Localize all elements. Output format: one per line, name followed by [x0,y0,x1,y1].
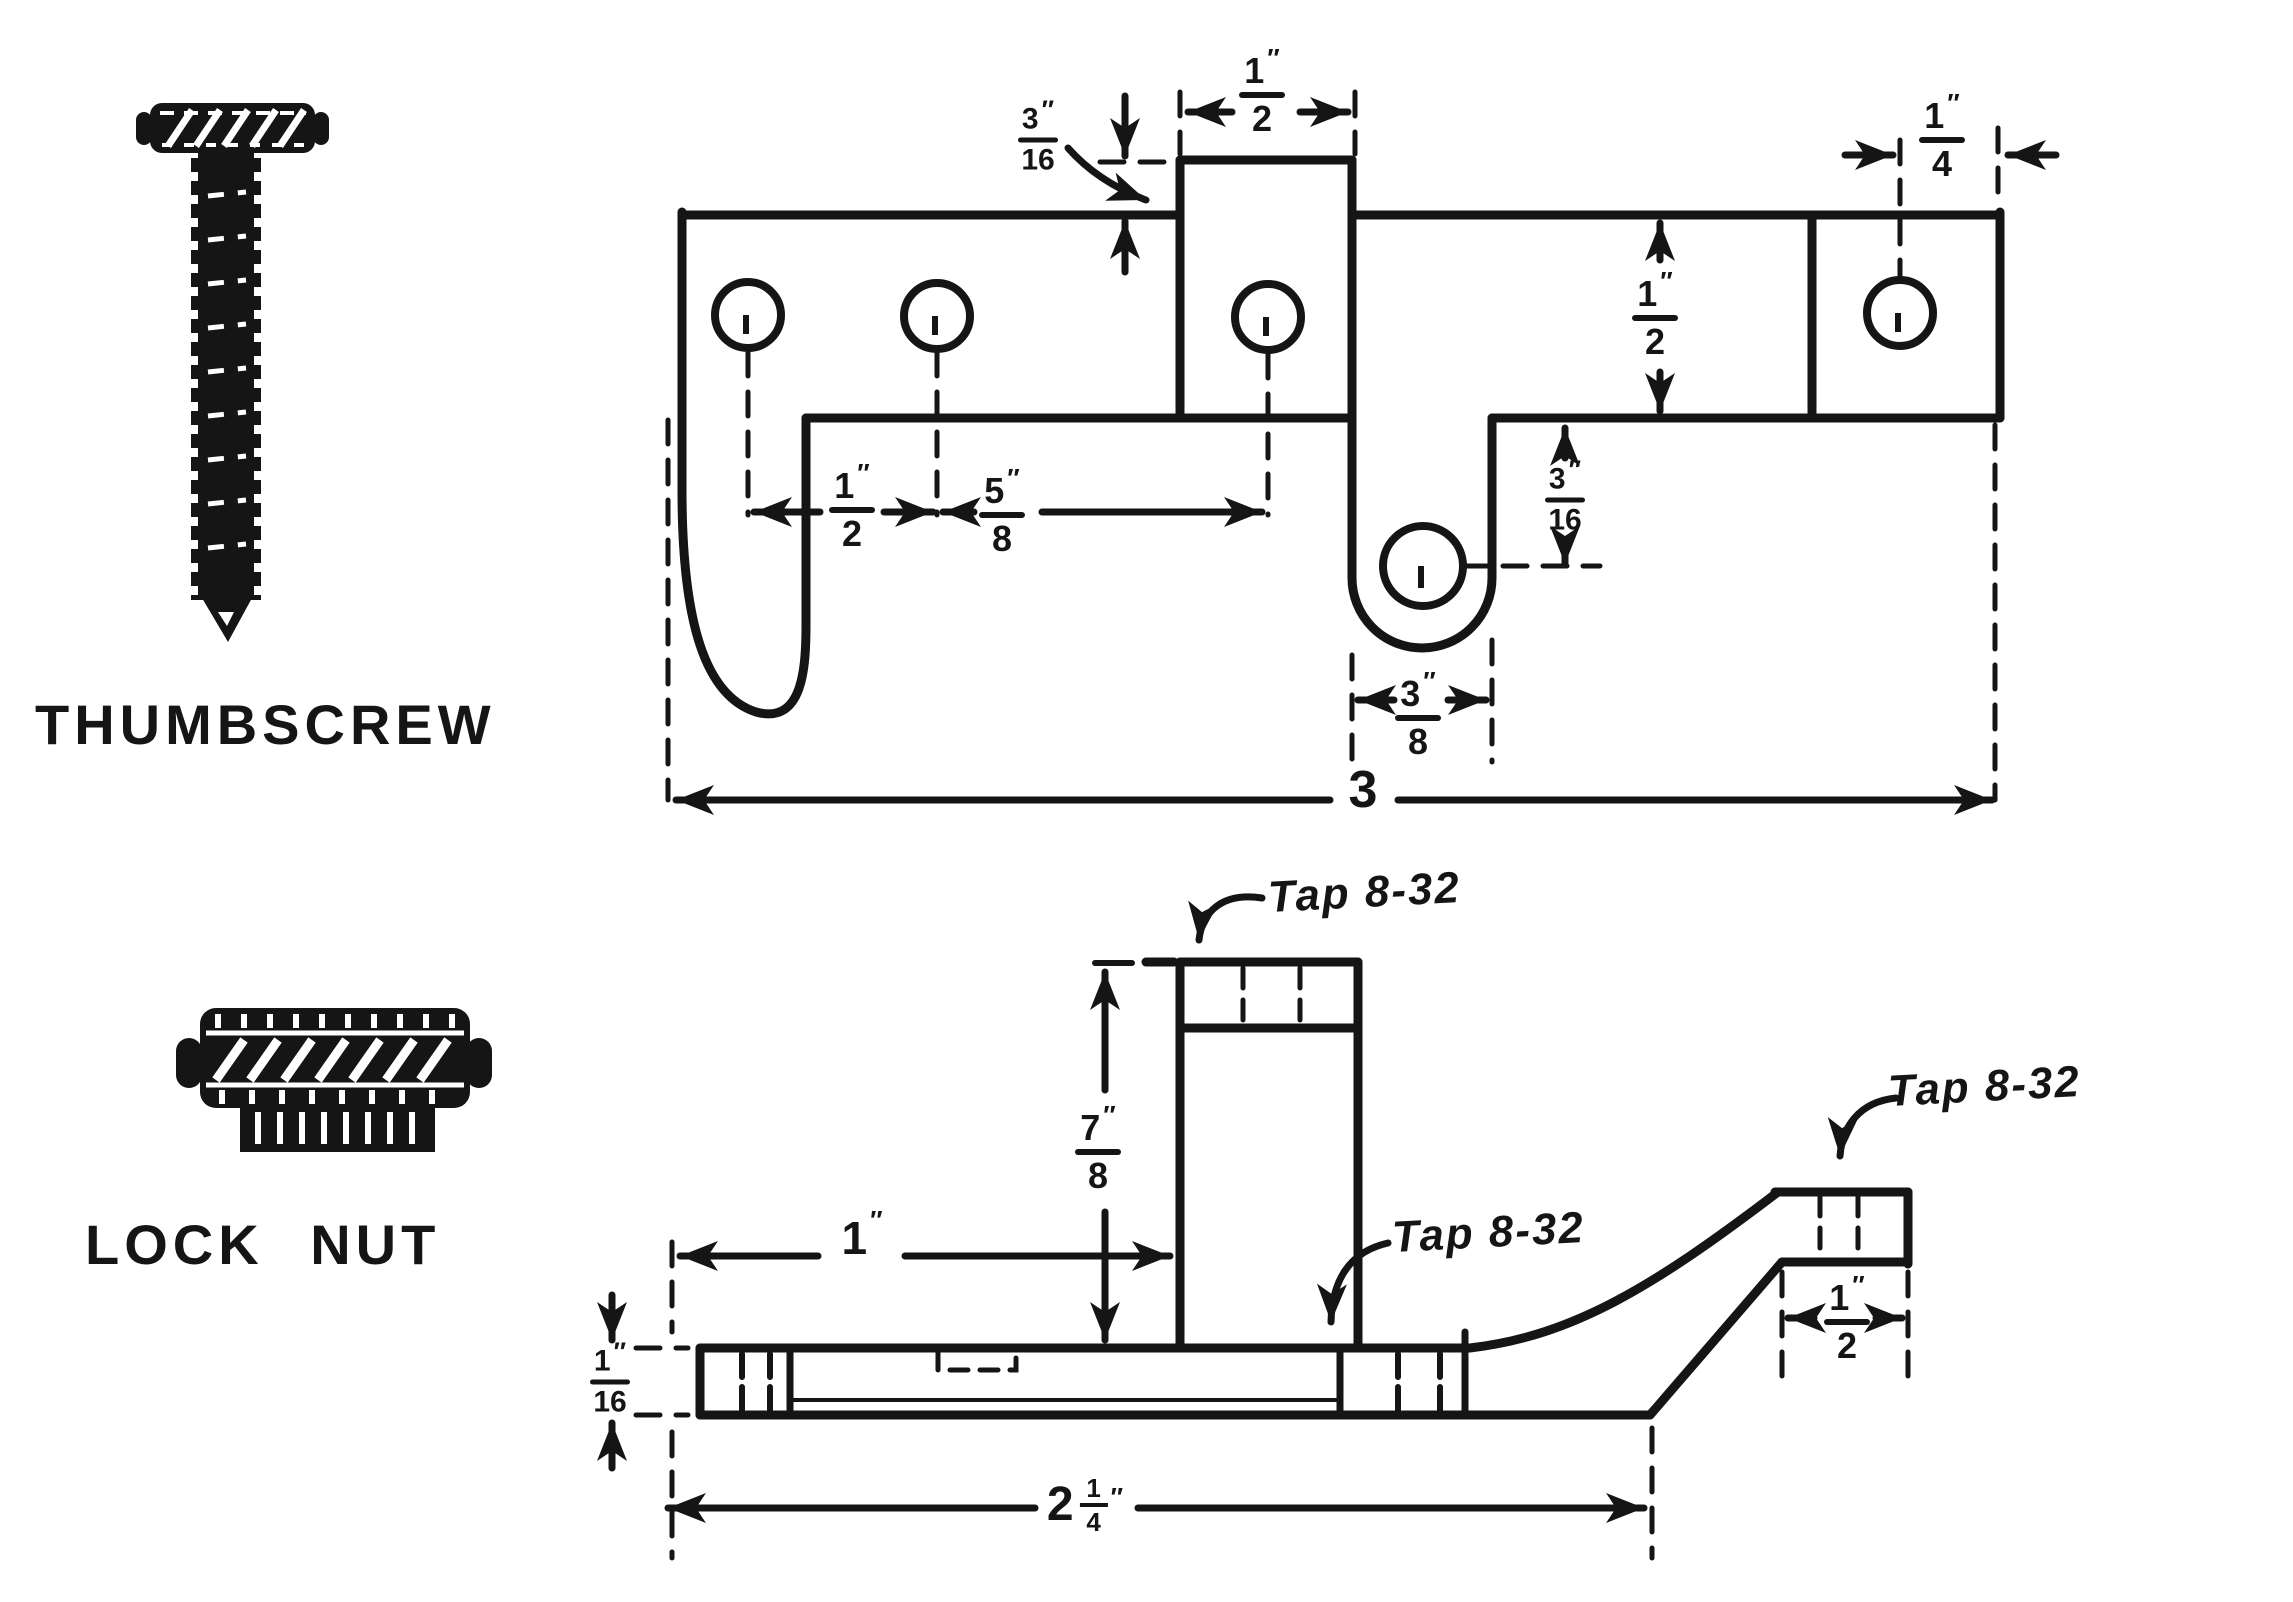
lock-nut-icon [176,1008,492,1152]
plan-view-holes [711,276,1937,610]
dim-hole-pitch-a: 1″ 2 [829,460,875,552]
plan-view-outline [677,155,2005,719]
dim-hole-pitch-b: 5″ 8 [979,465,1025,557]
dim-strip-width: 1″ 2 [1632,268,1678,360]
tap-callout-1: Tap 8-32 [1266,862,1463,923]
dim-slot-hole-drop: 3″ 16 [1545,457,1585,536]
thumbscrew-icon [136,103,329,642]
dim-post-setback: 1 ″ [841,1205,883,1264]
dim-edge-hole: 1″ 4 [1919,90,1965,182]
dim-overall-length: 3 [1348,761,1378,819]
thumbscrew-label: THUMBSCREW [35,693,496,756]
tap-callout-3: Tap 8-32 [1886,1056,2083,1117]
side-view-dim-arrows [597,893,1906,1523]
plan-view-dim-arrows [672,92,2060,815]
dim-post-height: 7″ 8 [1075,1102,1121,1194]
tap-callout-2: Tap 8-32 [1390,1202,1587,1263]
plan-view-centerlines [665,89,2001,803]
dim-pad-width: 1″ 2 [1824,1272,1870,1364]
side-view-internal [739,965,1861,1419]
dim-tab-raise: 3″ 16 [1018,97,1058,176]
dim-base-thickness: 1″ 16 [590,1339,630,1418]
dim-tab-width: 1″ 2 [1239,45,1285,137]
lock-nut-label: LOCK NUT [85,1213,441,1276]
side-view-outline [695,957,1913,1420]
dim-slot-width: 3″ 8 [1395,668,1441,760]
